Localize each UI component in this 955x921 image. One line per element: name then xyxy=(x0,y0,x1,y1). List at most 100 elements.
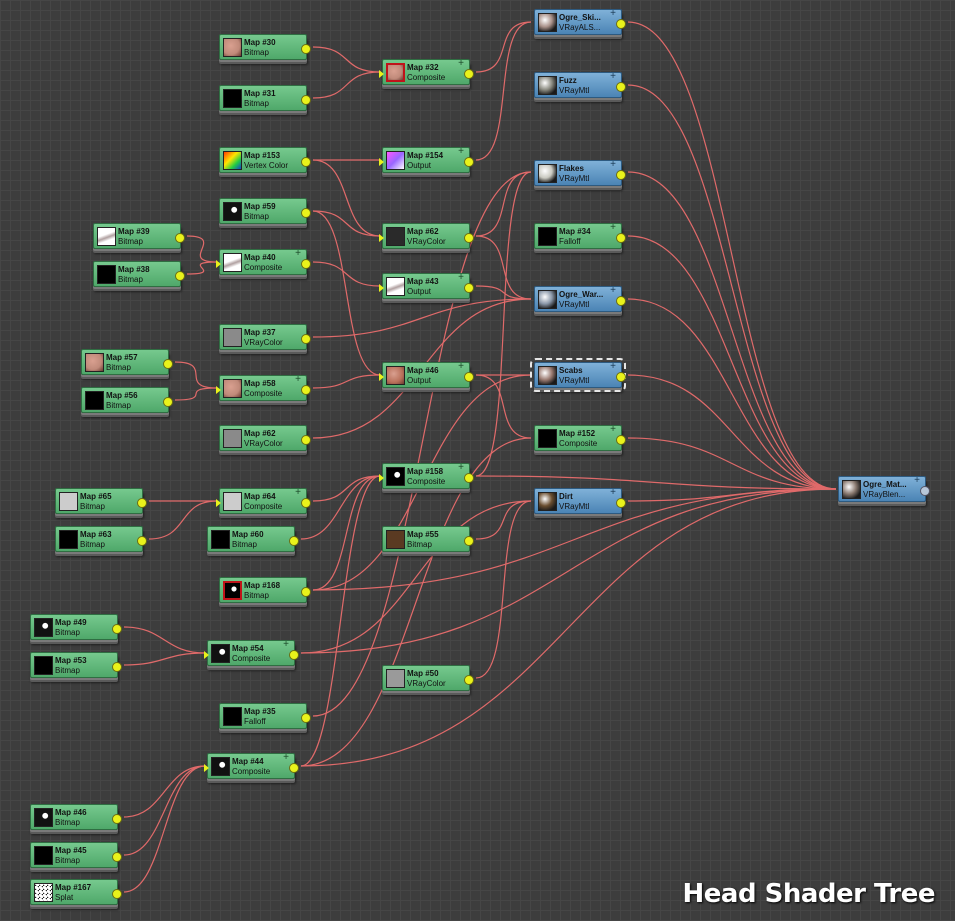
output-port[interactable] xyxy=(289,763,299,773)
output-port[interactable] xyxy=(163,359,173,369)
expand-plus-icon[interactable]: + xyxy=(610,8,616,19)
output-port[interactable] xyxy=(616,170,626,180)
connection-wire[interactable] xyxy=(475,235,532,300)
expand-plus-icon[interactable]: + xyxy=(458,272,464,283)
expand-plus-icon[interactable]: + xyxy=(610,424,616,435)
connection-wire[interactable] xyxy=(123,652,206,666)
output-port[interactable] xyxy=(616,82,626,92)
expand-plus-icon[interactable]: + xyxy=(295,374,301,385)
connection-wire[interactable] xyxy=(123,626,206,654)
output-port[interactable] xyxy=(137,498,147,508)
node-map158[interactable]: Map #158 Composite + xyxy=(379,462,474,489)
input-port[interactable] xyxy=(216,386,221,394)
node-map34[interactable]: Map #34 Falloff + xyxy=(534,222,626,249)
connection-wire[interactable] xyxy=(312,261,381,287)
connection-wire[interactable] xyxy=(312,298,532,338)
expand-plus-icon[interactable]: + xyxy=(283,752,289,763)
node-ogre-war[interactable]: Ogre_War... VRayMtl + xyxy=(534,285,626,312)
expand-plus-icon[interactable]: + xyxy=(610,159,616,170)
node-map30[interactable]: Map #30 Bitmap xyxy=(219,34,311,60)
node-map37[interactable]: Map #37 VRayColor xyxy=(219,324,311,350)
input-port[interactable] xyxy=(379,474,384,482)
input-port[interactable] xyxy=(204,651,209,659)
output-port[interactable] xyxy=(920,486,930,496)
connection-wire[interactable] xyxy=(475,171,532,237)
connection-wire[interactable] xyxy=(300,475,381,540)
node-map39[interactable]: Map #39 Bitmap xyxy=(93,223,185,249)
input-port[interactable] xyxy=(379,158,384,166)
connection-wire[interactable] xyxy=(475,171,532,477)
node-map62b[interactable]: Map #62 VRayColor xyxy=(219,425,311,451)
expand-plus-icon[interactable]: + xyxy=(458,462,464,473)
output-port[interactable] xyxy=(112,814,122,824)
node-flakes[interactable]: Flakes VRayMtl + xyxy=(534,159,626,186)
output-port[interactable] xyxy=(175,233,185,243)
output-port[interactable] xyxy=(301,259,311,269)
node-map40[interactable]: Map #40 Composite + xyxy=(216,248,311,275)
output-port[interactable] xyxy=(112,624,122,634)
connection-wire[interactable] xyxy=(475,500,532,679)
output-port[interactable] xyxy=(616,372,626,382)
node-map57[interactable]: Map #57 Bitmap xyxy=(81,349,173,375)
node-map46a[interactable]: Map #46 Output + xyxy=(379,361,474,388)
input-port[interactable] xyxy=(379,70,384,78)
connection-wire[interactable] xyxy=(627,437,837,490)
expand-plus-icon[interactable]: + xyxy=(295,487,301,498)
output-port[interactable] xyxy=(163,397,173,407)
input-port[interactable] xyxy=(379,284,384,292)
node-map65[interactable]: Map #65 Bitmap xyxy=(55,488,147,514)
node-map63[interactable]: Map #63 Bitmap xyxy=(55,526,147,552)
expand-plus-icon[interactable]: + xyxy=(610,487,616,498)
node-map53[interactable]: Map #53 Bitmap xyxy=(30,652,122,678)
expand-plus-icon[interactable]: + xyxy=(295,248,301,259)
output-port[interactable] xyxy=(301,157,311,167)
input-port[interactable] xyxy=(216,499,221,507)
connection-wire[interactable] xyxy=(475,500,532,540)
node-map50[interactable]: Map #50 VRayColor xyxy=(382,665,474,691)
node-map49[interactable]: Map #49 Bitmap xyxy=(30,614,122,640)
output-port[interactable] xyxy=(464,536,474,546)
output-port[interactable] xyxy=(301,44,311,54)
node-dirt[interactable]: Dirt VRayMtl + xyxy=(534,487,626,514)
node-map43[interactable]: Map #43 Output + xyxy=(379,272,474,299)
connection-wire[interactable] xyxy=(174,387,218,401)
connection-wire[interactable] xyxy=(475,21,532,161)
output-port[interactable] xyxy=(112,852,122,862)
input-port[interactable] xyxy=(379,373,384,381)
connection-wire[interactable] xyxy=(186,235,218,263)
output-port[interactable] xyxy=(289,650,299,660)
connection-wire[interactable] xyxy=(312,374,381,389)
output-port[interactable] xyxy=(301,435,311,445)
expand-plus-icon[interactable]: + xyxy=(458,146,464,157)
expand-plus-icon[interactable]: + xyxy=(610,222,616,233)
node-map45[interactable]: Map #45 Bitmap xyxy=(30,842,122,868)
node-map152[interactable]: Map #152 Composite + xyxy=(534,424,626,451)
output-port[interactable] xyxy=(464,233,474,243)
output-port[interactable] xyxy=(112,662,122,672)
node-map62a[interactable]: Map #62 VRayColor xyxy=(379,223,474,249)
connection-wire[interactable] xyxy=(475,475,837,490)
node-map32[interactable]: Map #32 Composite + xyxy=(379,59,474,85)
expand-plus-icon[interactable]: + xyxy=(458,361,464,372)
connection-wire[interactable] xyxy=(475,21,532,73)
output-port[interactable] xyxy=(464,473,474,483)
expand-plus-icon[interactable]: + xyxy=(914,475,920,486)
node-map153[interactable]: Map #153 Vertex Color xyxy=(219,147,311,173)
connection-wire[interactable] xyxy=(627,488,837,502)
connection-wire[interactable] xyxy=(627,171,837,490)
output-port[interactable] xyxy=(616,435,626,445)
connection-wire[interactable] xyxy=(627,298,837,490)
input-port[interactable] xyxy=(204,764,209,772)
output-port[interactable] xyxy=(175,271,185,281)
connection-wire[interactable] xyxy=(312,71,381,99)
node-map46b[interactable]: Map #46 Bitmap xyxy=(30,804,122,830)
expand-plus-icon[interactable]: + xyxy=(610,71,616,82)
connection-wire[interactable] xyxy=(300,475,381,767)
connection-wire[interactable] xyxy=(123,765,206,893)
connection-wire[interactable] xyxy=(312,171,532,717)
output-port[interactable] xyxy=(464,283,474,293)
node-ogre-ski[interactable]: Ogre_Ski... VRayALS... + xyxy=(534,8,626,35)
connection-wire[interactable] xyxy=(300,500,532,654)
expand-plus-icon[interactable]: + xyxy=(610,285,616,296)
node-map154[interactable]: Map #154 Output + xyxy=(379,146,474,173)
